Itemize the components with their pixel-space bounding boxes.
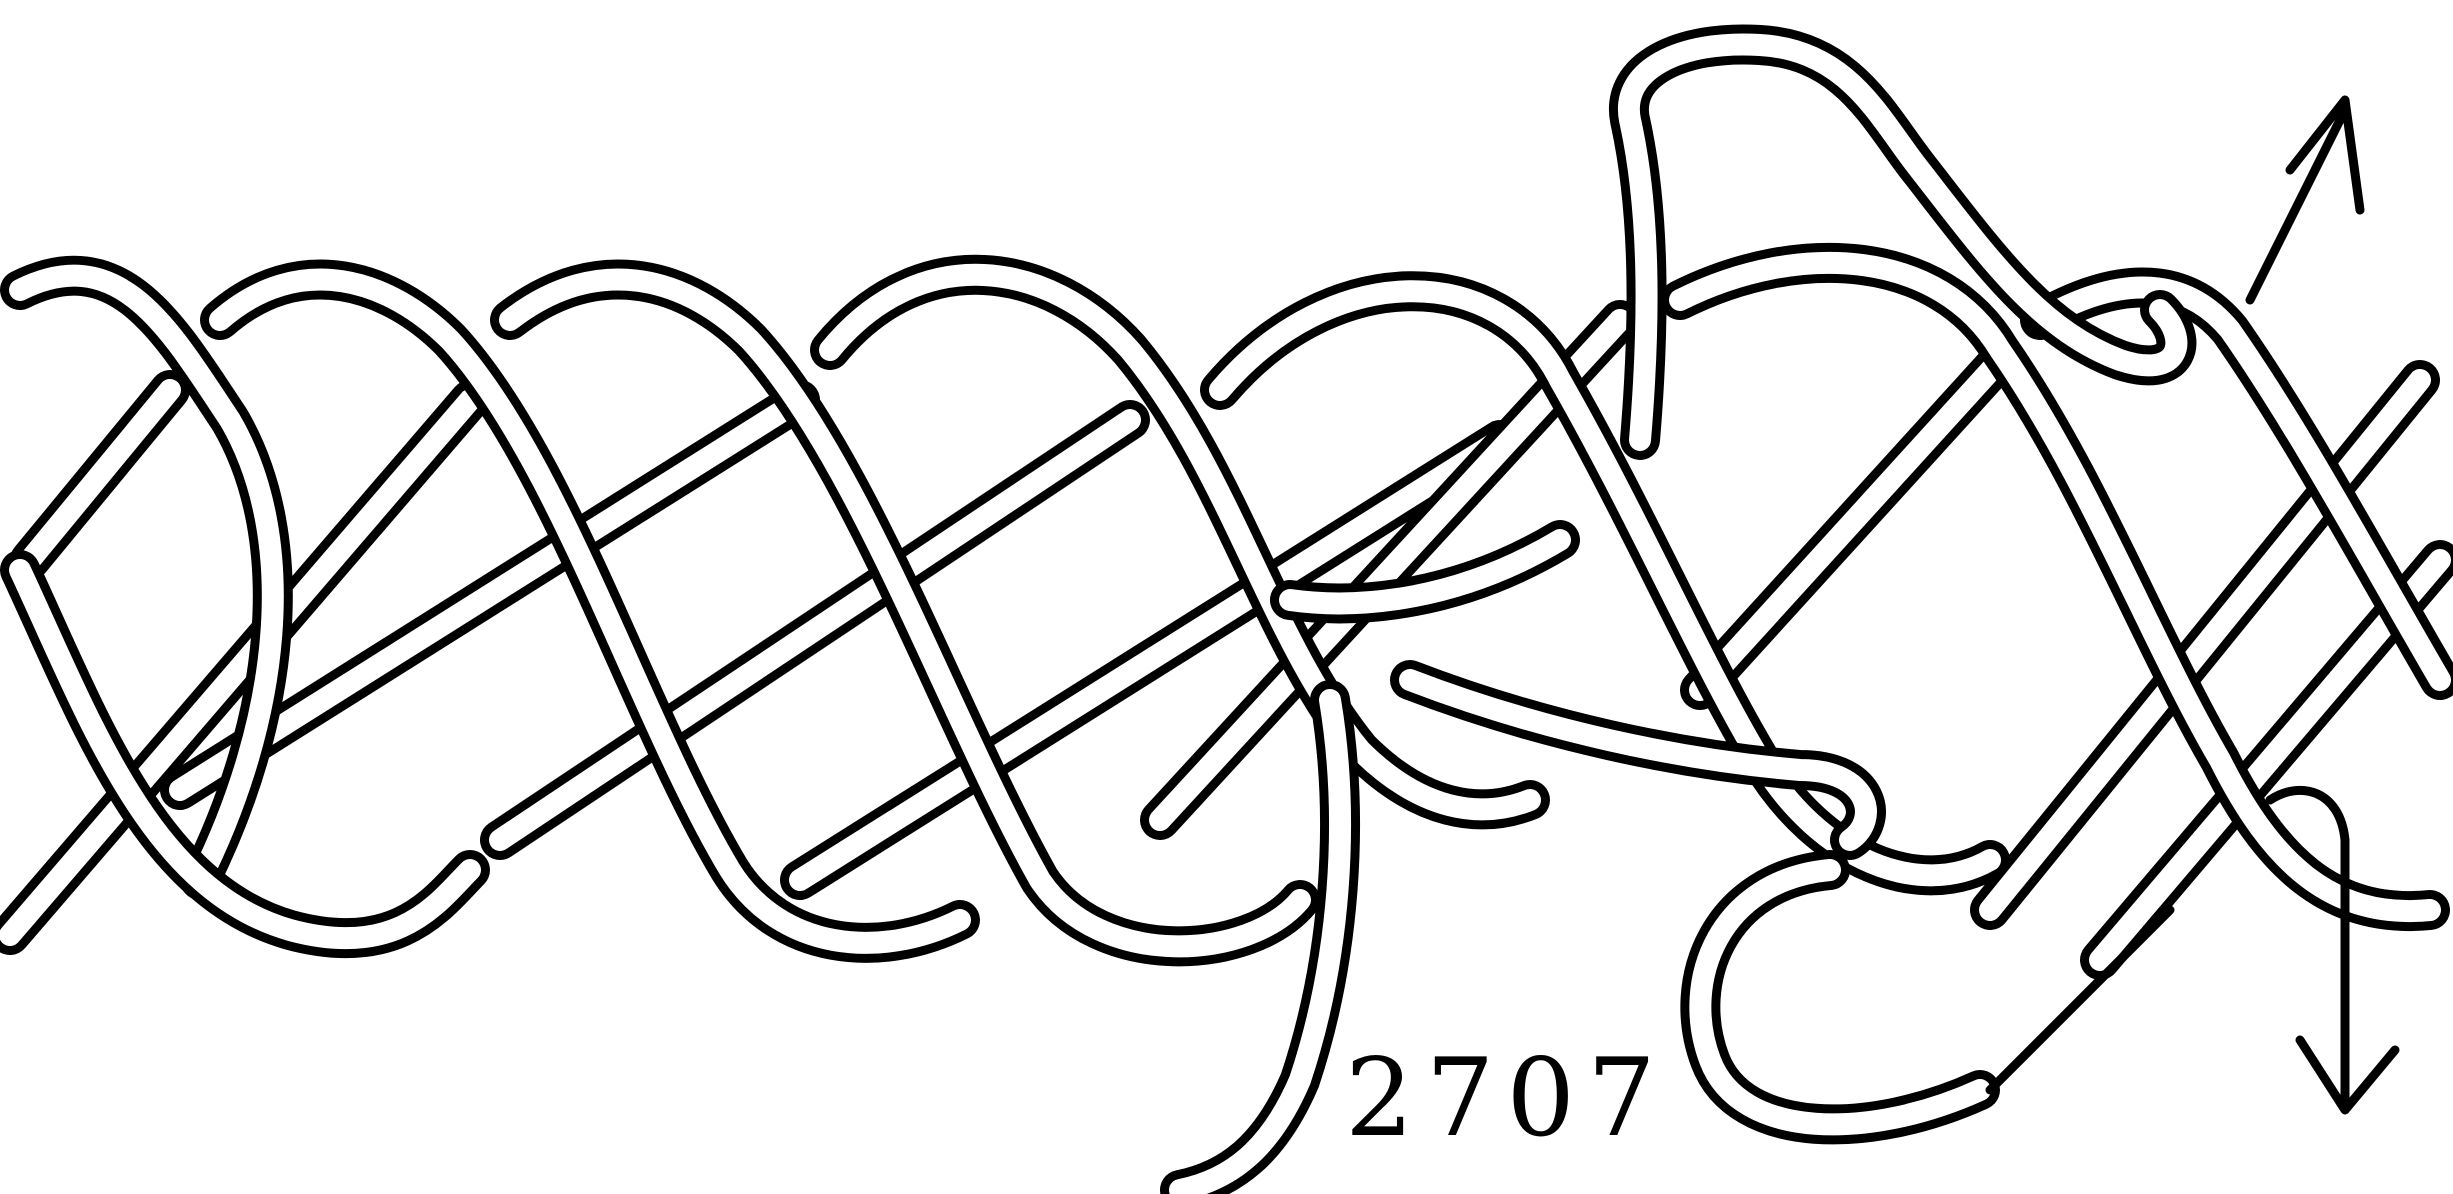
pull-up-arrow-icon <box>2250 100 2360 300</box>
lower-return-loop <box>1700 870 1980 1124</box>
lower-stroke <box>1990 910 2170 1090</box>
back-strand-7 <box>1700 360 2000 690</box>
figure-number: 2707 <box>1345 1045 1668 1153</box>
front-wave-4 <box>510 280 1300 947</box>
back-strand-1 <box>30 390 170 560</box>
background-strands <box>10 320 2440 960</box>
tall-loop <box>1629 44 2176 440</box>
